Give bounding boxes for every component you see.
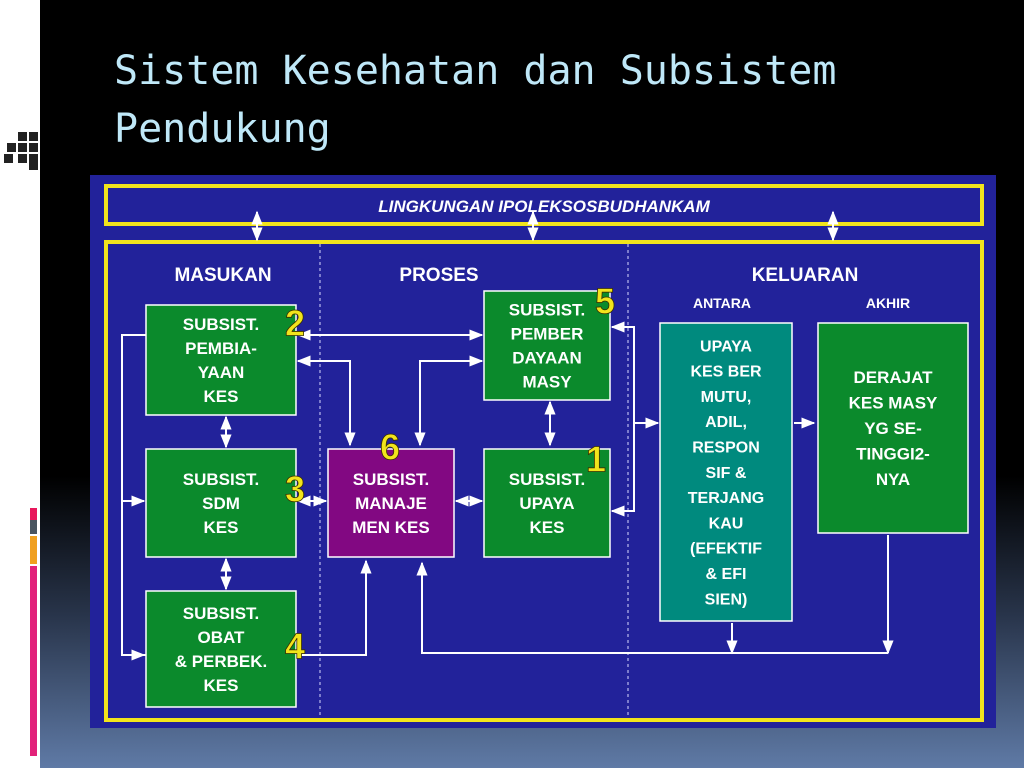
box-intermediate-output-line: KES BER	[690, 364, 762, 381]
box-intermediate-output-line: & EFI	[706, 566, 747, 583]
box-human-resources-line: SDM	[202, 494, 240, 513]
box-health-effort: SUBSIST. UPAYA KES 1	[483, 438, 611, 558]
box-intermediate-output-line: SIEN)	[705, 591, 748, 608]
box-health-effort-number: 1	[586, 439, 606, 480]
box-intermediate-output: UPAYA KES BER MUTU, ADIL, RESPON SIF & TERJANG…	[659, 322, 793, 622]
box-empowerment-line: MASY	[522, 373, 572, 392]
box-empowerment-line: PEMBER	[511, 325, 584, 344]
box-human-resources-shape	[145, 448, 297, 558]
window-grid-icon	[4, 132, 38, 170]
diagram-canvas: LINGKUNGAN IPOLEKSOSBUDHANKAM MASUKAN PR…	[90, 175, 996, 728]
section-process-label: PROSES	[399, 265, 478, 286]
box-management-shape	[327, 448, 455, 558]
section-input-label: MASUKAN	[174, 265, 271, 286]
box-financing-shape	[145, 304, 297, 416]
box-health-effort-line: UPAYA	[519, 494, 574, 513]
box-intermediate-output-line: SIF &	[706, 465, 747, 482]
box-human-resources: SUBSIST. SDM KES 3	[145, 448, 305, 558]
environment-frame	[104, 184, 984, 226]
box-empowerment-line: DAYAAN	[512, 349, 582, 368]
box-management: SUBSIST. MANAJE MEN KES 6	[327, 426, 455, 558]
box-medicine-number: 4	[285, 626, 305, 667]
slide-title: Sistem Kesehatan dan Subsistem Pendukung	[114, 42, 994, 158]
box-management-line: SUBSIST.	[353, 470, 430, 489]
box-financing-line: KES	[204, 387, 239, 406]
box-intermediate-output-line: (EFEKTIF	[690, 541, 762, 558]
box-financing-line: YAAN	[198, 363, 245, 382]
box-intermediate-output-line: MUTU,	[701, 389, 752, 406]
box-intermediate-output-line: TERJANG	[688, 490, 764, 507]
box-financing-number: 2	[285, 303, 305, 344]
box-management-line: MANAJE	[355, 494, 427, 513]
box-financing-line: SUBSIST.	[183, 315, 260, 334]
box-human-resources-line: KES	[204, 518, 239, 537]
box-management-line: MEN KES	[352, 518, 429, 537]
accent-bar-gray	[30, 520, 37, 534]
box-intermediate-output-line: ADIL,	[705, 414, 747, 431]
box-financing: SUBSIST. PEMBIA- YAAN KES 2	[145, 302, 305, 416]
box-medicine-line: & PERBEK.	[175, 652, 268, 671]
box-final-output-line: TINGGI2-	[856, 445, 930, 464]
box-intermediate-output-shape	[659, 322, 793, 622]
box-final-output-line: YG SE-	[864, 419, 922, 438]
box-human-resources-number: 3	[285, 469, 305, 510]
box-health-effort-shape	[483, 448, 611, 558]
box-medicine-line: OBAT	[198, 628, 246, 647]
box-medicine-line: SUBSIST.	[183, 604, 260, 623]
environment-label: LINGKUNGAN IPOLEKSOSBUDHANKAM	[378, 197, 710, 216]
box-health-effort-line: SUBSIST.	[509, 470, 586, 489]
accent-bar-gold	[30, 536, 37, 564]
slide-title-line-2: Pendukung	[114, 106, 331, 152]
slide-title-line-1: Sistem Kesehatan dan Subsistem	[114, 48, 837, 94]
box-final-output-line: DERAJAT	[853, 368, 933, 387]
health-system-diagram: LINGKUNGAN IPOLEKSOSBUDHANKAM MASUKAN PR…	[90, 175, 996, 728]
box-final-output-shape	[817, 322, 969, 534]
box-management-number: 6	[380, 427, 400, 468]
flow-arrows	[121, 210, 894, 661]
box-empowerment-shape	[483, 290, 611, 401]
box-final-output-line: KES MASY	[849, 394, 938, 413]
box-final-output-line: NYA	[876, 470, 910, 489]
accent-bar-pink	[30, 508, 37, 520]
section-intermediate-label: ANTARA	[693, 295, 751, 311]
box-empowerment-line: SUBSIST.	[509, 301, 586, 320]
box-medicine-shape	[145, 590, 297, 708]
section-output-label: KELUARAN	[752, 265, 859, 286]
box-human-resources-line: SUBSIST.	[183, 470, 260, 489]
box-financing-line: PEMBIA-	[185, 339, 257, 358]
box-intermediate-output-line: KAU	[709, 515, 744, 532]
box-empowerment: SUBSIST. PEMBER DAYAAN MASY 5	[483, 280, 615, 401]
box-intermediate-output-line: UPAYA	[700, 338, 752, 355]
box-health-effort-line: KES	[530, 518, 565, 537]
box-intermediate-output-line: RESPON	[692, 439, 760, 456]
box-medicine: SUBSIST. OBAT & PERBEK. KES 4	[145, 590, 305, 708]
accent-bar-magenta	[30, 566, 37, 756]
section-final-label: AKHIR	[866, 295, 910, 311]
box-empowerment-number: 5	[595, 281, 615, 322]
box-medicine-line: KES	[204, 676, 239, 695]
system-frame	[104, 240, 984, 722]
box-final-output: DERAJAT KES MASY YG SE- TINGGI2- NYA	[817, 322, 969, 534]
